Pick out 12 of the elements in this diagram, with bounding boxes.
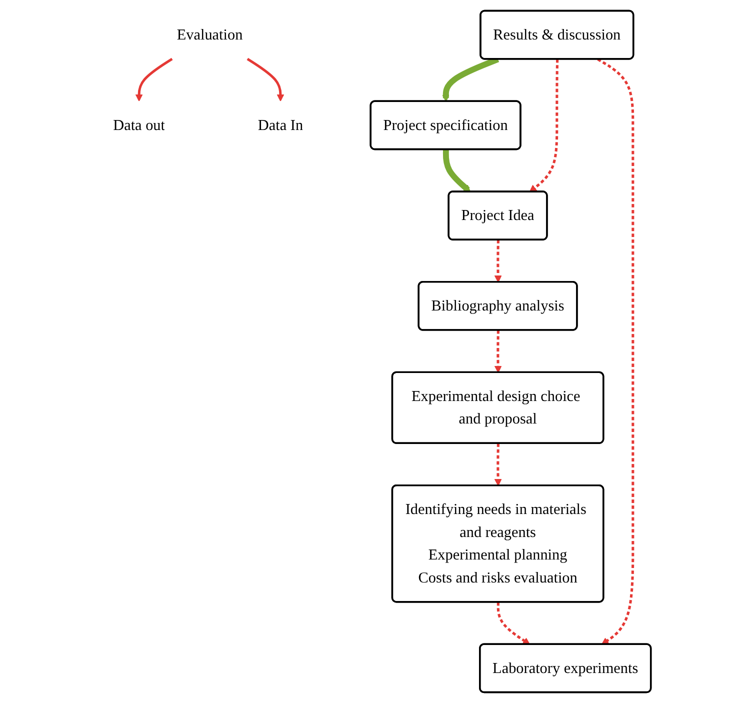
- arrow: [443, 149, 471, 192]
- node-text: Data out: [113, 116, 166, 133]
- arrow: [494, 443, 502, 486]
- arrow: [494, 330, 502, 372]
- arrow: [494, 240, 502, 282]
- arrow: [246, 57, 284, 101]
- arrow: [530, 58, 559, 192]
- arrow: [497, 602, 530, 644]
- node-text: Data In: [258, 116, 304, 133]
- arrow: [136, 57, 173, 101]
- arrow: [597, 58, 634, 644]
- node-text: Evaluation: [177, 25, 243, 42]
